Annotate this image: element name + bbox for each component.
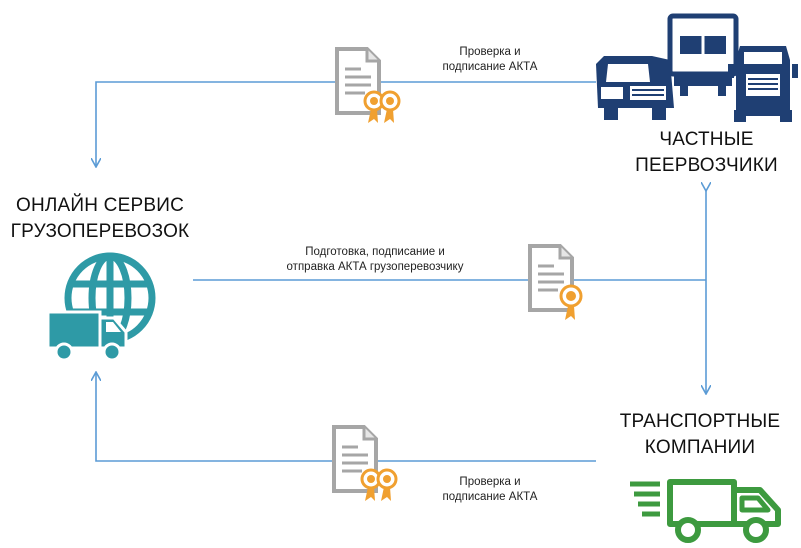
bottom-arrow [96,373,596,462]
certificate-document-icon [528,244,583,320]
edge-label-middle-line2: отправка АКТА грузоперевозчику [286,261,464,273]
node-online-service-line2: ГРУЗОПЕРЕВОЗОК [10,221,190,242]
node-private-carriers-line2: ПЕЕРВОЗЧИКИ [635,155,778,176]
node-private-carriers: ЧАСТНЫЕ ПЕЕРВОЗЧИКИ [612,127,801,179]
edge-label-top-line1: Проверка и [459,46,521,58]
certificate-document-icon [335,47,401,123]
green-truck-icon [630,479,781,543]
node-transport-companies-line2: КОМПАНИИ [644,437,756,458]
edge-label-bottom-line2: подписание АКТА [442,491,538,503]
trucks-group-icon [596,13,798,122]
node-online-service: ОНЛАЙН СЕРВИС ГРУЗОПЕРЕВОЗОК [0,193,200,245]
top-arrow [96,81,596,166]
edge-label-middle-line1: Подготовка, подписание и [305,246,445,258]
node-transport-companies: ТРАНСПОРТНЫЕ КОМПАНИИ [600,409,800,461]
certificate-document-icon [332,425,398,501]
edge-label-top-line2: подписание АКТА [442,61,538,73]
edge-label-bottom-line1: Проверка и [459,476,521,488]
globe-truck-icon [46,252,156,362]
edge-label-top: Проверка и подписание АКТА [415,45,565,75]
node-transport-companies-line1: ТРАНСПОРТНЫЕ [619,411,781,432]
edge-label-middle: Подготовка, подписание и отправка АКТА г… [250,245,500,275]
edge-label-bottom: Проверка и подписание АКТА [415,475,565,505]
node-private-carriers-line1: ЧАСТНЫЕ [659,129,754,150]
node-online-service-line1: ОНЛАЙН СЕРВИС [15,195,184,216]
